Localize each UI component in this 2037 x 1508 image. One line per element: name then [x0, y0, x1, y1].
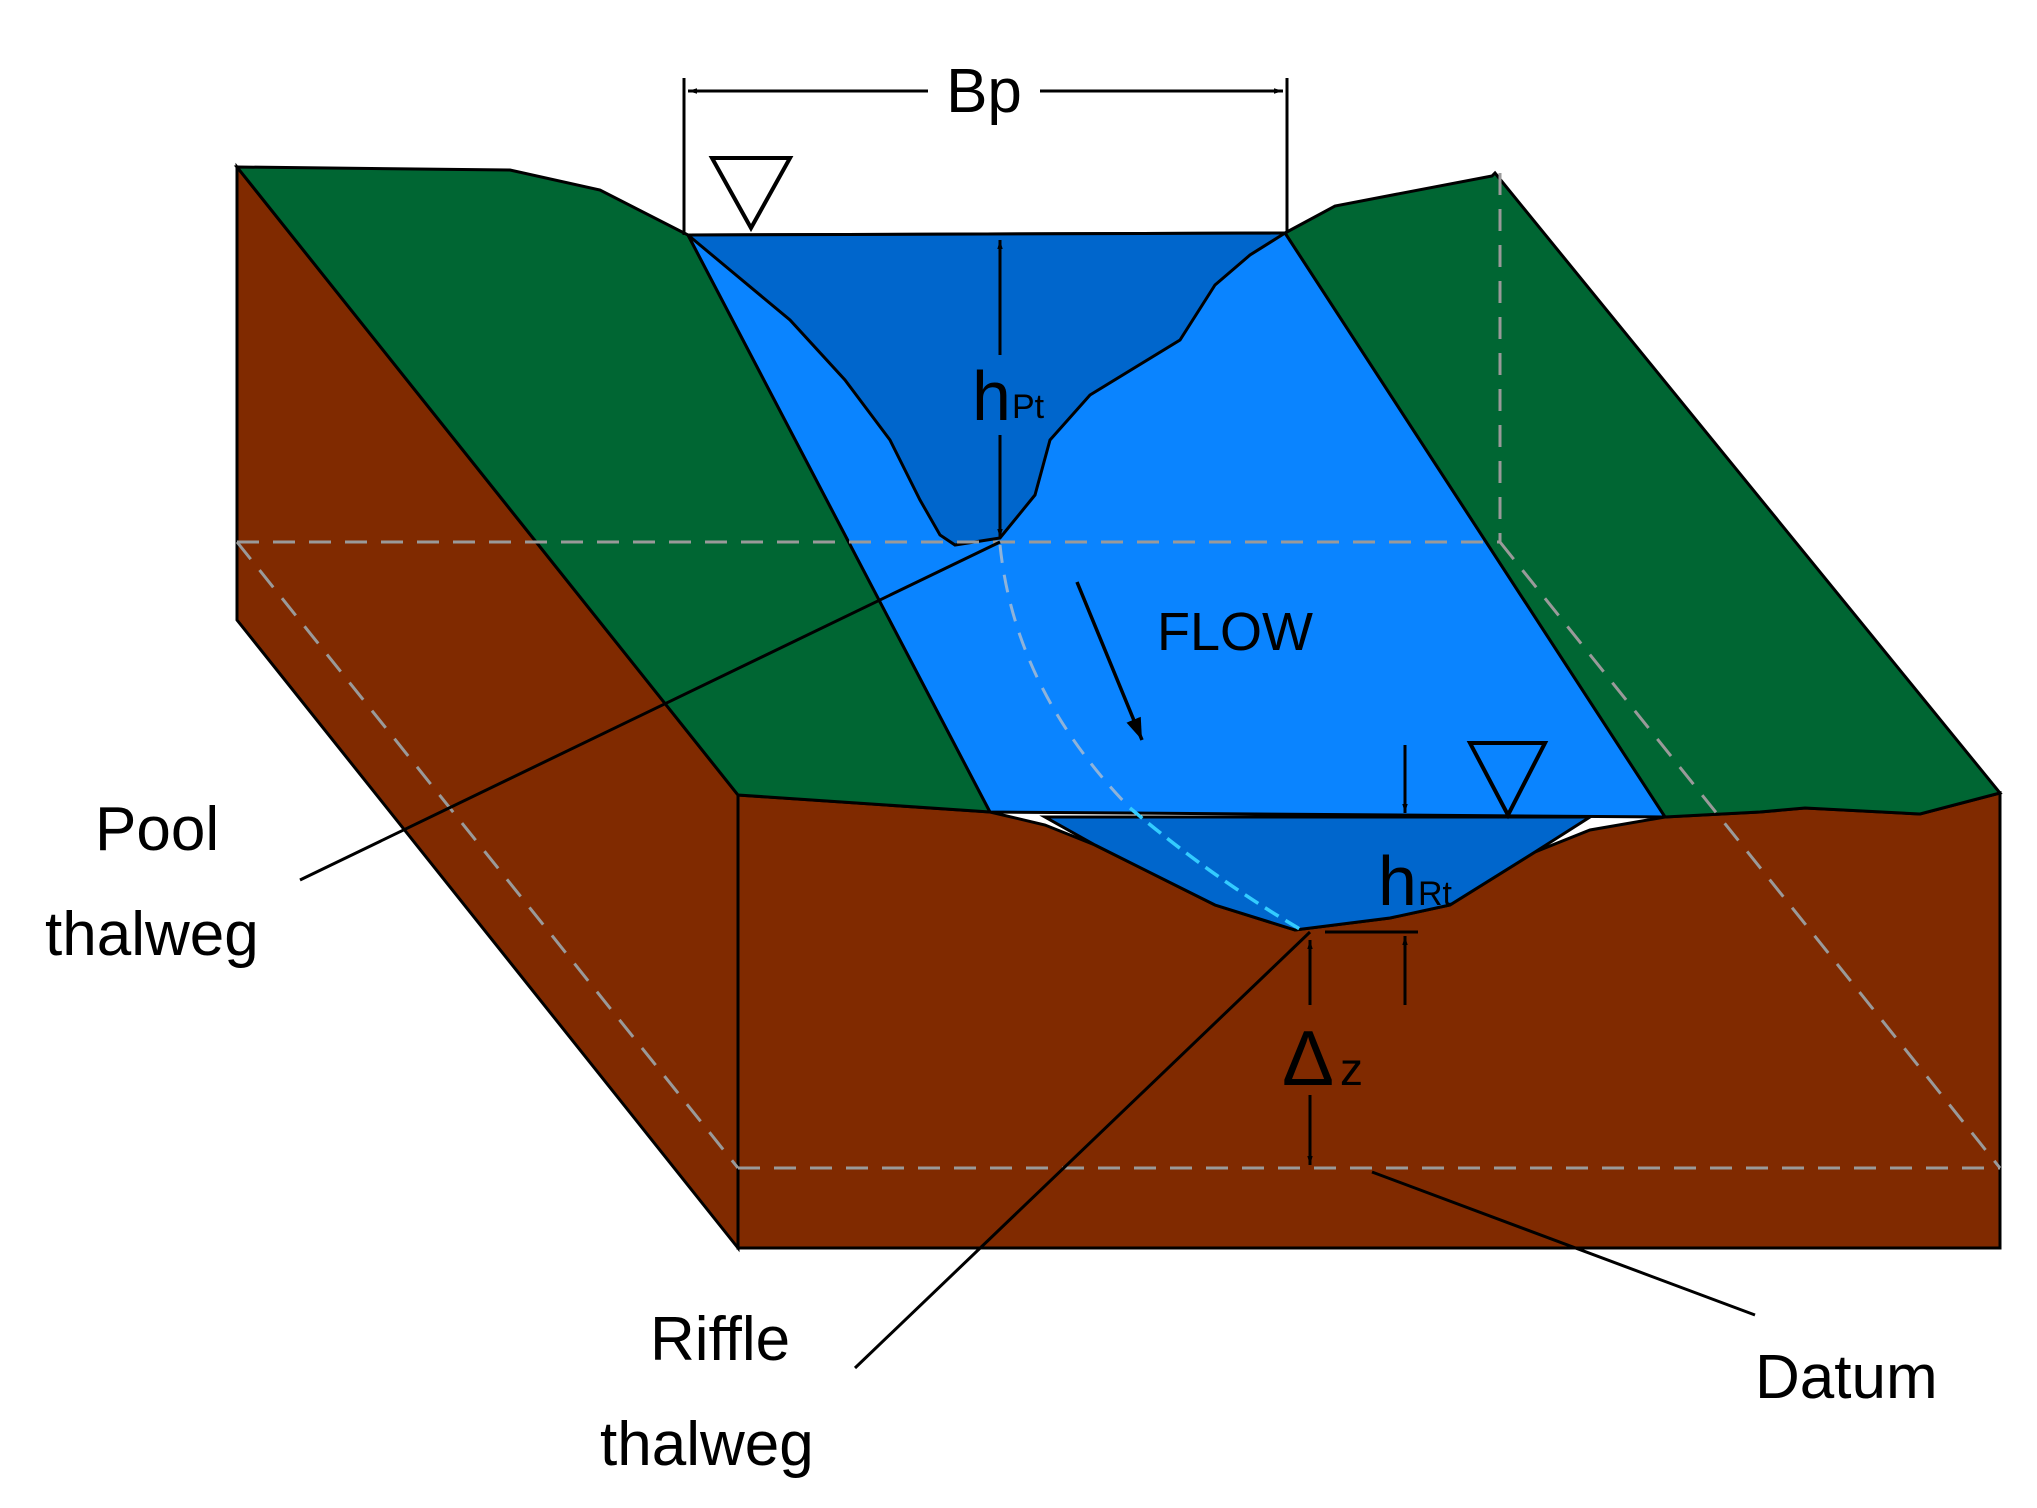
- flow-label: FLOW: [1157, 602, 1313, 662]
- flow-arrow-icon: [1075, 581, 1144, 741]
- riffle-thalweg-label-line2: thalweg: [600, 1410, 814, 1479]
- riffle-thalweg-label-line1: Riffle: [650, 1305, 790, 1374]
- thalweg-riffle-dashed: [1128, 806, 1306, 934]
- pool-thalweg-label-line2: thalweg: [45, 900, 259, 969]
- pool-depth-subscript: Pt: [1012, 388, 1045, 426]
- pool-thalweg-label-line1: Pool: [95, 795, 219, 864]
- hidden-edges: [235, 173, 2002, 1170]
- riffle-depth-label: h: [1378, 842, 1417, 920]
- pool-depth-label: h: [972, 357, 1011, 435]
- riffle-depth-dimension: [1325, 745, 1418, 1005]
- bp-label: Bp: [946, 57, 1022, 126]
- bp-dimension: [682, 78, 1289, 235]
- riffle-water-level-icon: [1466, 741, 1549, 820]
- right-bank: [1282, 170, 2003, 819]
- pool-water-level-icon: [708, 156, 794, 233]
- datum-label: Datum: [1755, 1343, 1938, 1412]
- riffle-depth-subscript: Rt: [1418, 875, 1453, 913]
- leader-lines: [299, 540, 1756, 1370]
- delta-z-symbol: Δ: [1282, 1014, 1334, 1102]
- thalweg-hidden: [998, 544, 1132, 810]
- riffle-cross-section: [1039, 815, 1596, 932]
- delta-z-subscript: z: [1340, 1043, 1363, 1095]
